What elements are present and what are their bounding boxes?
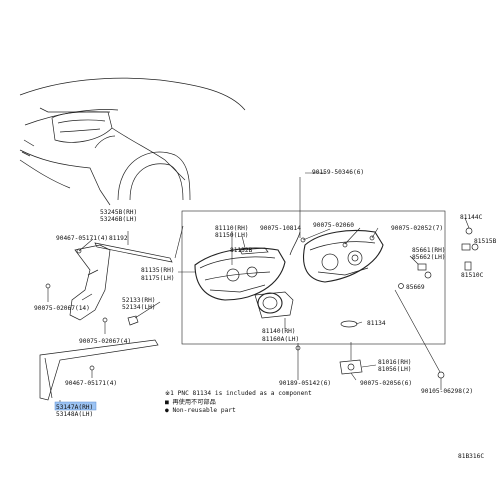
label-81150: 81150(LH) <box>215 232 249 239</box>
lower-parts <box>295 320 445 380</box>
label-90075-02060: 90075-02060 <box>313 222 354 229</box>
label-90105: 90105-06298(2) <box>421 388 473 395</box>
label-90075-14: 90075-02067(14) <box>34 305 90 312</box>
label-90159: 90159-50346(6) <box>312 169 364 176</box>
label-53245B: 53245B(RH) <box>100 209 137 216</box>
label-81140: 81140(RH) <box>262 328 296 335</box>
label-53246B: 53246B(LH) <box>100 216 137 223</box>
label-81515B: 81515B <box>474 238 497 245</box>
label-85669: 85669 <box>406 284 425 291</box>
label-90075-02052: 90075-02052(7) <box>391 225 443 232</box>
label-53148A: 53148A(LH) <box>56 411 93 418</box>
headlamp-exploded <box>299 177 384 283</box>
label-90075-4: 90075-02067(4) <box>79 338 131 345</box>
label-52133: 52133(RH) <box>122 297 156 304</box>
label-81132B: 81132B <box>230 247 253 254</box>
figure-id: 81B316C <box>458 453 484 460</box>
legend-note-2: ■ 再使用不可部品 <box>165 398 216 406</box>
label-90467-b: 90467-05171(4) <box>65 380 117 387</box>
fog-lamp <box>254 291 294 319</box>
label-81510C: 81510C <box>461 272 484 279</box>
label-90075-02056: 90075-02056(6) <box>360 380 412 387</box>
label-81016: 81016(RH) <box>378 359 412 366</box>
label-81110: 81110(RH) <box>215 225 249 232</box>
label-81192: 81192 <box>109 235 128 242</box>
headlamp-housing <box>194 231 301 301</box>
legend-note-1: ※1 PNC 81134 is included as a component <box>165 390 312 397</box>
legend: ※1 PNC 81134 is included as a component … <box>165 390 312 414</box>
label-81144C: 81144C <box>460 214 483 221</box>
leader-lines <box>59 172 470 404</box>
label-52134: 52134(LH) <box>122 304 156 311</box>
label-90467-a: 90467-05171(4) <box>56 235 108 242</box>
part-labels: 53245B(RH) 53246B(LH) 90467-05171(4) 811… <box>34 169 497 418</box>
label-81134: 81134 <box>367 320 386 327</box>
label-81175: 81175(LH) <box>141 275 175 282</box>
label-81135: 81135(RH) <box>141 267 175 274</box>
label-53147A: 53147A(RH) <box>56 404 93 411</box>
legend-note-3: ● Non-reusable part <box>165 407 236 414</box>
vehicle-sketch <box>19 77 246 206</box>
label-81160A: 81160A(LH) <box>262 336 299 343</box>
label-85662: 85662(LH) <box>412 254 446 261</box>
bulb-sockets <box>398 227 479 289</box>
label-81056: 81056(LH) <box>378 366 412 373</box>
assembly-frame <box>181 210 446 345</box>
label-90189: 90189-05142(6) <box>279 380 331 387</box>
label-90075-10814: 90075-10814 <box>260 225 301 232</box>
left-parts <box>39 242 173 401</box>
highlight-53147A <box>54 401 97 411</box>
label-85661: 85661(RH) <box>412 247 446 254</box>
